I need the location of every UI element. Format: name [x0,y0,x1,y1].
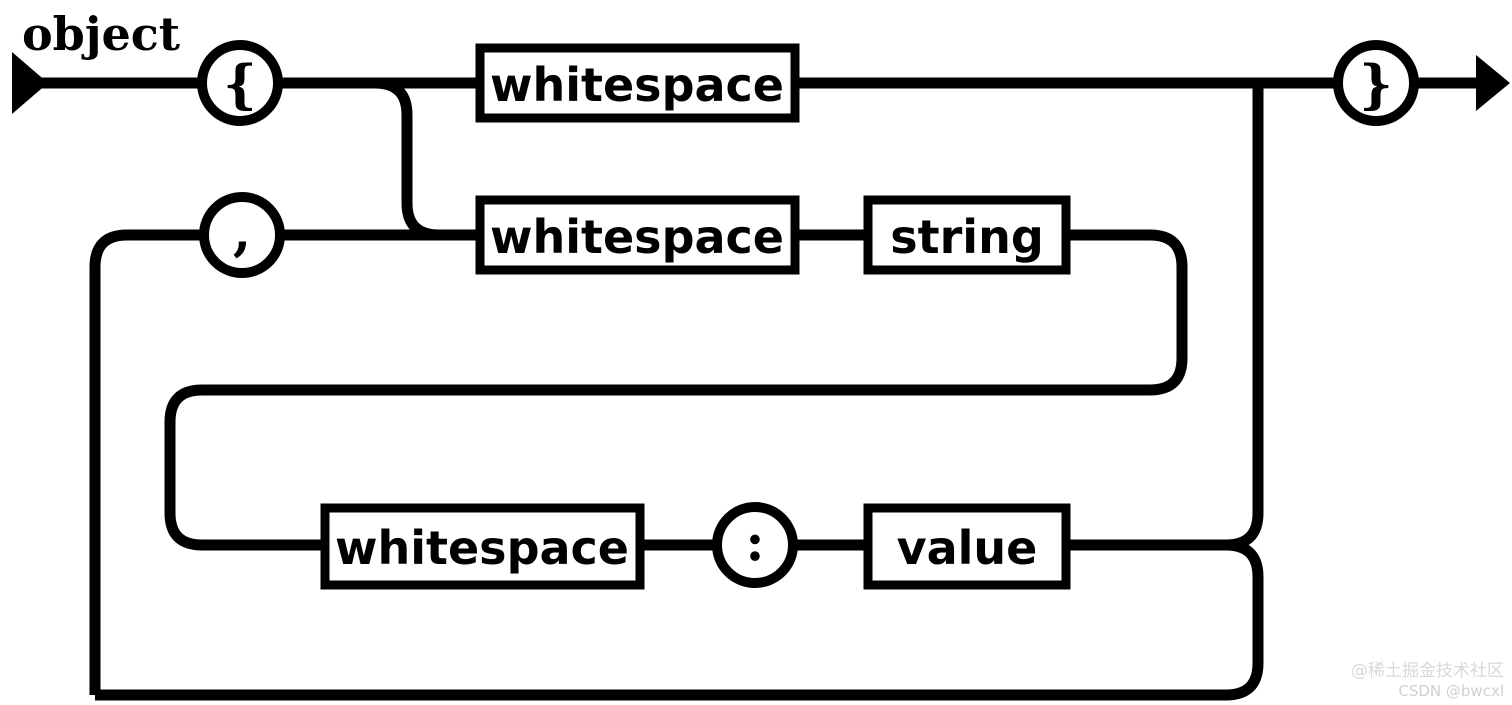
whitespace-mid-box[interactable] [475,195,800,275]
nonterminal-whitespace-mid[interactable]: whitespace [475,195,800,275]
nonterminal-whitespace-top[interactable]: whitespace [475,43,800,123]
rail-junction-up-to-close-brace [1225,83,1264,551]
open-brace-label: { [223,55,256,116]
diagram-title: object [22,7,181,61]
close-brace-circle[interactable] [1333,40,1419,126]
whitespace-bottom-label: whitespace [335,521,629,575]
nonterminal-string[interactable]: string [863,195,1071,275]
colon-circle[interactable] [712,502,798,588]
rail-paths [40,77,1486,701]
value-label: value [897,521,1038,575]
terminal-comma[interactable]: , [199,192,285,278]
rail-comma-loopback-left [89,229,204,695]
whitespace-mid-label: whitespace [490,210,784,264]
entry-arrow-icon [12,52,48,114]
value-box[interactable] [863,503,1071,590]
exit-arrow-icon [1476,55,1510,111]
nonterminal-value[interactable]: value [863,503,1071,590]
open-brace-circle[interactable] [197,40,283,126]
rail-junction-down-loopback [95,539,1264,701]
comma-circle[interactable] [199,192,285,278]
whitespace-top-label: whitespace [490,58,784,112]
watermark-line-1: @稀土掘金技术社区 [1351,661,1504,681]
terminal-close-brace[interactable]: } [1333,40,1419,126]
rail-fork-down-to-key-row [374,77,480,241]
close-brace-label: } [1359,55,1392,116]
colon-label: : [745,513,764,574]
nonterminal-whitespace-bottom[interactable]: whitespace [320,503,645,590]
comma-label: , [233,202,251,263]
watermark-line-2: CSDN @bwcxl [1398,682,1504,701]
watermark: @稀土掘金技术社区 CSDN @bwcxl [1351,661,1504,701]
rail-string-to-value-row [164,229,1188,551]
terminal-open-brace[interactable]: { [197,40,283,126]
terminal-colon[interactable]: : [712,502,798,588]
whitespace-top-box[interactable] [475,43,800,123]
whitespace-bottom-box[interactable] [320,503,645,590]
string-box[interactable] [863,195,1071,275]
string-label: string [890,210,1044,264]
